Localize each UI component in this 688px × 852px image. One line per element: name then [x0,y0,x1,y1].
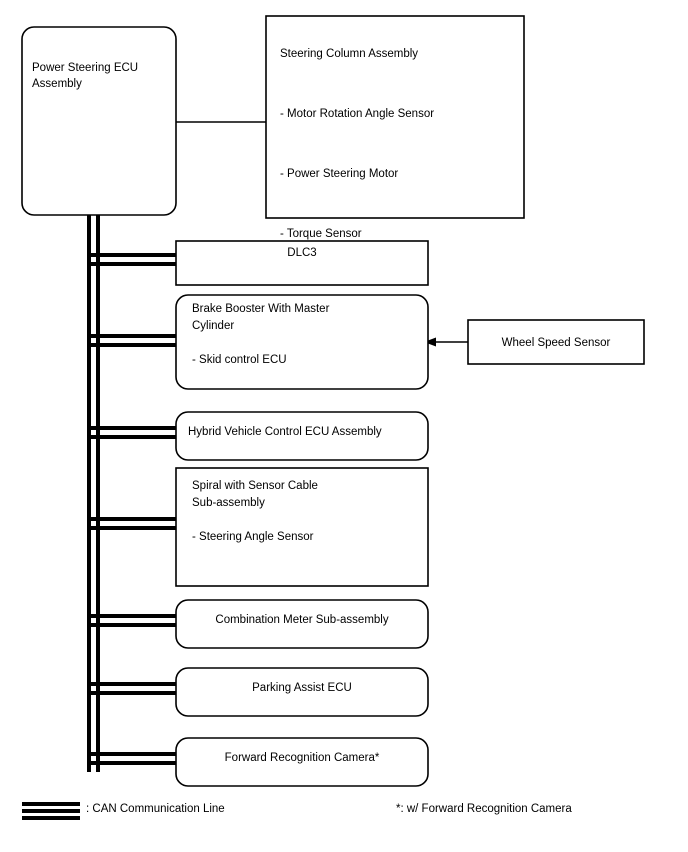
legend-footnote: *: w/ Forward Recognition Camera [396,803,572,815]
can-branch-combination-meter [87,614,177,627]
label-combination-meter: Combination Meter Sub-assembly [215,614,389,626]
label-steering-column: Steering Column Assembly - Motor Rotatio… [280,48,435,240]
label-wheel-speed-sensor: Wheel Speed Sensor [501,337,611,349]
legend-can-line-label: : CAN Communication Line [86,803,225,815]
label-dlc3: DLC3 [287,247,317,259]
label-hybrid-vehicle-ecu: Hybrid Vehicle Control ECU Assembly [188,426,382,438]
box-power-steering-ecu [21,26,177,216]
box-steering-column [265,15,525,219]
can-branch-hybrid-ecu [87,426,177,439]
box-spiral-cable [175,467,429,587]
label-spiral-cable: Spiral with Sensor Cable Sub-assembly - … [192,480,318,543]
label-parking-assist-ecu: Parking Assist ECU [252,682,352,694]
box-wheel-speed-sensor [467,319,645,365]
can-branch-brake-booster [87,334,177,347]
box-hybrid-vehicle-ecu [175,411,429,461]
can-bus-trunk [87,212,100,772]
label-forward-camera: Forward Recognition Camera* [224,752,380,764]
box-combination-meter [175,599,429,649]
label-power-steering-ecu: Power Steering ECU Assembly [32,62,139,90]
can-branch-parking-assist [87,682,177,695]
can-branch-spiral-cable [87,517,177,530]
can-branch-dlc3 [87,253,177,266]
box-parking-assist-ecu [175,667,429,717]
arrow-wheel-speed-to-brake-booster [424,337,468,347]
can-branch-forward-camera [87,752,177,765]
legend-can-line-symbol [22,802,80,820]
box-forward-camera [175,737,429,787]
box-dlc3 [175,240,429,286]
label-brake-booster: Brake Booster With Master Cylinder - Ski… [192,303,330,366]
box-brake-booster [175,294,429,390]
